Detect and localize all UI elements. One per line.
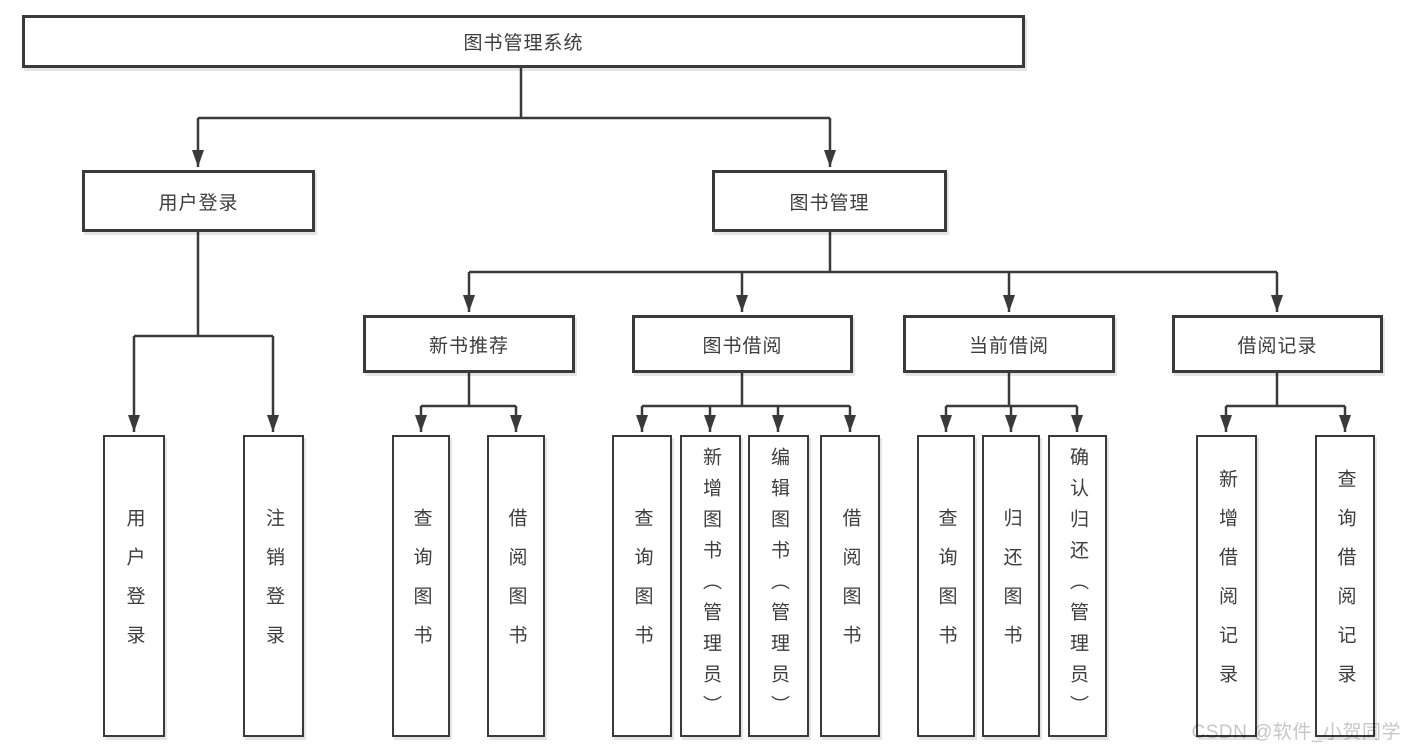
watermark: CSDN @软件_小贺同学 xyxy=(1191,722,1401,743)
leaf-edit-books-admin: 编辑图书（管理员） xyxy=(748,435,809,737)
node-root-label: 图书管理系统 xyxy=(463,33,584,54)
leaf-query-borrow-record-label: 查询借阅记录 xyxy=(1334,469,1356,703)
node-book-borrow: 图书借阅 xyxy=(632,315,853,373)
node-current-borrow: 当前借阅 xyxy=(903,315,1115,373)
node-root: 图书管理系统 xyxy=(22,15,1025,68)
node-user-login: 用户登录 xyxy=(82,170,315,232)
node-new-book-recommend-label: 新书推荐 xyxy=(428,335,509,357)
leaf-return-books-label: 归还图书 xyxy=(1000,508,1022,664)
leaf-user-login: 用户登录 xyxy=(103,435,165,737)
leaf-user-login-label: 用户登录 xyxy=(123,508,145,664)
leaf-query-books-rec: 查询图书 xyxy=(392,435,450,737)
leaf-query-borrow-record: 查询借阅记录 xyxy=(1315,435,1375,737)
leaf-logout-login: 注销登录 xyxy=(243,435,304,737)
leaf-add-borrow-record: 新增借阅记录 xyxy=(1196,435,1257,737)
node-book-mgmt: 图书管理 xyxy=(712,170,947,232)
leaf-add-books-admin: 新增图书（管理员） xyxy=(680,435,741,737)
leaf-return-books: 归还图书 xyxy=(982,435,1040,737)
leaf-borrow-books-rec-label: 借阅图书 xyxy=(505,508,527,664)
leaf-borrow-books-rec: 借阅图书 xyxy=(487,435,545,737)
leaf-add-borrow-record-label: 新增借阅记录 xyxy=(1216,469,1237,703)
node-current-borrow-label: 当前借阅 xyxy=(968,335,1049,357)
leaf-confirm-return-admin: 确认归还（管理员） xyxy=(1048,435,1107,737)
leaf-edit-books-admin-label: 编辑图书（管理员） xyxy=(768,446,789,726)
leaf-query-books-rec-label: 查询图书 xyxy=(410,508,432,664)
node-user-login-label: 用户登录 xyxy=(158,192,239,214)
node-borrow-records: 借阅记录 xyxy=(1172,315,1383,373)
leaf-logout-login-label: 注销登录 xyxy=(263,508,284,664)
node-book-borrow-label: 图书借阅 xyxy=(702,335,783,357)
node-new-book-recommend: 新书推荐 xyxy=(363,315,575,373)
leaf-query-books-borrow-label: 查询图书 xyxy=(631,508,653,664)
leaf-confirm-return-admin-label: 确认归还（管理员） xyxy=(1067,446,1088,726)
node-borrow-records-label: 借阅记录 xyxy=(1237,335,1318,357)
leaf-query-books-current: 查询图书 xyxy=(917,435,975,737)
leaf-add-books-admin-label: 新增图书（管理员） xyxy=(700,446,721,726)
leaf-query-books-current-label: 查询图书 xyxy=(935,508,957,664)
node-book-mgmt-label: 图书管理 xyxy=(789,192,870,214)
leaf-query-books-borrow: 查询图书 xyxy=(612,435,672,737)
leaf-borrow-books-label: 借阅图书 xyxy=(839,508,861,664)
leaf-borrow-books: 借阅图书 xyxy=(820,435,880,737)
